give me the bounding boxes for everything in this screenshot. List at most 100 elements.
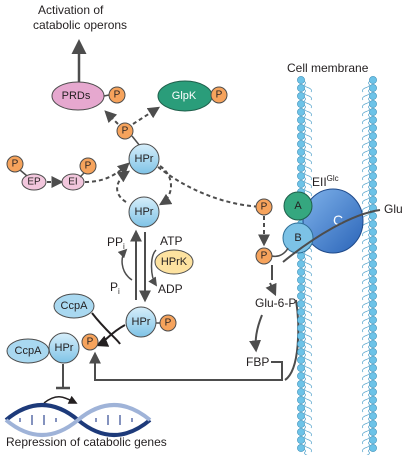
lipid-tail <box>361 391 374 405</box>
svg-text:P: P <box>261 202 268 213</box>
lipid-tail <box>300 79 313 93</box>
hpr-node-complex <box>48 332 80 364</box>
lipid-head <box>297 364 305 372</box>
eii-c-label: C <box>333 212 343 228</box>
hpr-complex-phosphate <box>81 333 99 351</box>
lipid-head <box>369 348 377 356</box>
lipid-tail <box>361 439 374 453</box>
lipid-tail <box>361 399 374 413</box>
lipid-head <box>297 132 305 140</box>
lipid-head <box>369 260 377 268</box>
lipid-tail <box>361 103 374 117</box>
lipid-head <box>369 436 377 444</box>
prds-phosphate-label: P <box>114 90 121 101</box>
glu6p-label: Glu-6-P <box>255 296 296 310</box>
cell-membrane <box>297 76 377 455</box>
lipid-head <box>297 76 305 84</box>
lipid-tail <box>300 311 313 325</box>
lipid-head <box>297 340 305 348</box>
lipid-tail <box>361 415 374 429</box>
lipid-tail <box>361 159 374 173</box>
cell-membrane-label: Cell membrane <box>287 61 369 75</box>
lipid-head <box>297 156 305 164</box>
lipid-tail <box>361 431 374 445</box>
lipid-tail <box>300 343 313 357</box>
lipid-head <box>369 212 377 220</box>
lipid-tail <box>361 279 374 293</box>
glpk-phosphate-label: P <box>216 90 223 101</box>
glpk-phosphate <box>210 86 228 104</box>
lipid-tail <box>361 319 374 333</box>
lipid-head <box>297 308 305 316</box>
lipid-head <box>369 84 377 92</box>
lipid-head <box>369 412 377 420</box>
lipid-tail <box>300 87 313 101</box>
activation-label-line1: Activation of <box>38 3 104 17</box>
lipid-tail <box>361 191 374 205</box>
lipid-head <box>297 380 305 388</box>
lipid-tail <box>361 111 374 125</box>
ccpa-upper-label: CcpA <box>61 300 89 312</box>
lipid-tail <box>300 439 313 453</box>
hpr-complex-label: HPr <box>55 342 74 354</box>
eii-a-domain <box>283 191 313 221</box>
lipid-tail <box>361 263 374 277</box>
lipid-tail <box>300 95 313 109</box>
lipid-head <box>369 100 377 108</box>
lipid-head <box>369 300 377 308</box>
prds-label: PRDs <box>62 90 91 102</box>
lipid-tail <box>300 407 313 421</box>
lipid-tail <box>300 351 313 365</box>
eii-b-label: B <box>294 232 301 244</box>
lipid-tail <box>300 383 313 397</box>
lipid-head <box>369 196 377 204</box>
lipid-tail <box>300 391 313 405</box>
lipid-tail <box>300 335 313 349</box>
hpr-top-label: HPr <box>135 153 154 165</box>
hpr-top-phosphate-label: P <box>122 126 129 137</box>
eii-a-label: A <box>294 200 302 212</box>
lipid-head <box>297 316 305 324</box>
lipid-head <box>297 268 305 276</box>
lipid-tail <box>361 287 374 301</box>
lipid-tail <box>300 287 313 301</box>
ei-phosphate <box>79 157 97 175</box>
hpr-node-top <box>128 143 160 175</box>
hpr-node-lower <box>125 306 157 338</box>
lipid-head <box>297 140 305 148</box>
lipid-tail <box>300 399 313 413</box>
ep-label: EP <box>27 177 41 188</box>
lipid-tail <box>361 407 374 421</box>
lipid-tail <box>300 255 313 269</box>
lipid-tail <box>361 239 374 253</box>
lipid-tail <box>300 447 308 455</box>
hpr-middle-label: HPr <box>135 206 154 218</box>
lipid-tail <box>361 303 374 317</box>
lipid-tail <box>300 103 313 117</box>
lipid-tail <box>361 247 374 261</box>
lipid-tail <box>361 271 374 285</box>
lipid-head <box>369 180 377 188</box>
lipid-head <box>297 116 305 124</box>
lipid-tail <box>300 151 313 165</box>
lipid-tail <box>300 143 313 157</box>
lipid-tail <box>361 367 374 381</box>
hprk-label: HPrK <box>161 256 188 268</box>
lipid-head <box>369 324 377 332</box>
activation-label-line2: catabolic operons <box>33 18 127 32</box>
lipid-tail <box>300 159 313 173</box>
lipid-head <box>369 228 377 236</box>
lipid-tail <box>300 359 313 373</box>
glu-label: Glu <box>384 202 403 216</box>
lipid-tail <box>361 95 374 109</box>
lipid-head <box>369 156 377 164</box>
svg-text:P: P <box>165 318 172 329</box>
lipid-head <box>297 396 305 404</box>
lipid-head <box>297 388 305 396</box>
lipid-head <box>297 180 305 188</box>
lipid-head <box>369 132 377 140</box>
lipid-head <box>297 164 305 172</box>
lipid-head <box>369 236 377 244</box>
eii-a-phosphate <box>255 198 273 216</box>
lipid-head <box>369 188 377 196</box>
